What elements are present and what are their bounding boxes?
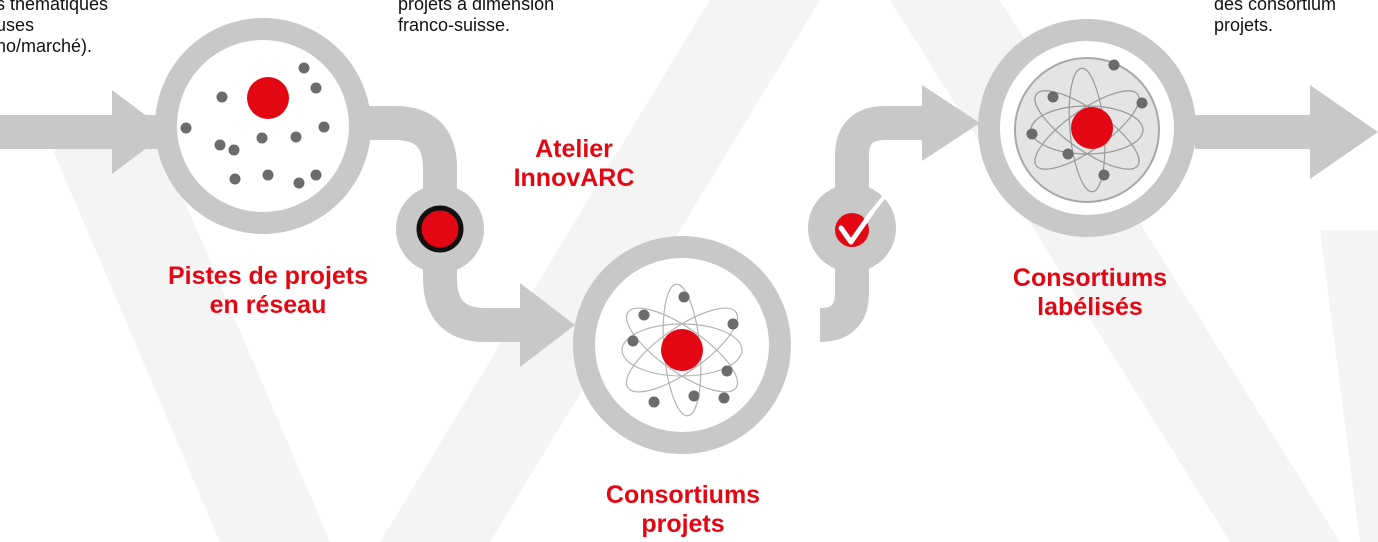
stage-consortiums-labelises bbox=[978, 19, 1196, 237]
consortiums-labelises-label: Consortiums labélisés bbox=[1012, 264, 1168, 321]
arrow-heads bbox=[112, 85, 1378, 367]
workshop-label: Atelier InnovARC bbox=[513, 135, 635, 192]
arrow-to-labelises-icon bbox=[922, 85, 980, 161]
step1-description: s thématiques uses no/marché). bbox=[0, 0, 109, 56]
arrow-to-consortiums-icon bbox=[520, 283, 575, 367]
atom-orbits bbox=[621, 283, 743, 417]
arrow-in-icon bbox=[112, 90, 168, 174]
scattered-dots bbox=[180, 62, 330, 189]
validation-node bbox=[808, 184, 896, 272]
core-dot bbox=[1071, 107, 1113, 149]
check-badge-icon bbox=[835, 190, 890, 247]
electron-dots bbox=[627, 291, 739, 408]
red-dot-ring-icon bbox=[416, 205, 464, 253]
workshop-node bbox=[396, 185, 484, 273]
pistes-label: Pistes de projets en réseau bbox=[167, 262, 369, 319]
core-dot bbox=[247, 77, 289, 119]
step3-description: des consortium projets. bbox=[1214, 0, 1337, 35]
electron-dots bbox=[1026, 59, 1148, 181]
stage-consortiums-projets bbox=[573, 236, 791, 454]
consortiums-projets-label: Consortiums projets bbox=[605, 481, 761, 538]
core-dot bbox=[661, 329, 703, 371]
step2-description: projets à dimension franco-suisse. bbox=[398, 0, 555, 35]
arrow-out-icon bbox=[1310, 85, 1378, 179]
stage-pistes bbox=[155, 18, 371, 234]
